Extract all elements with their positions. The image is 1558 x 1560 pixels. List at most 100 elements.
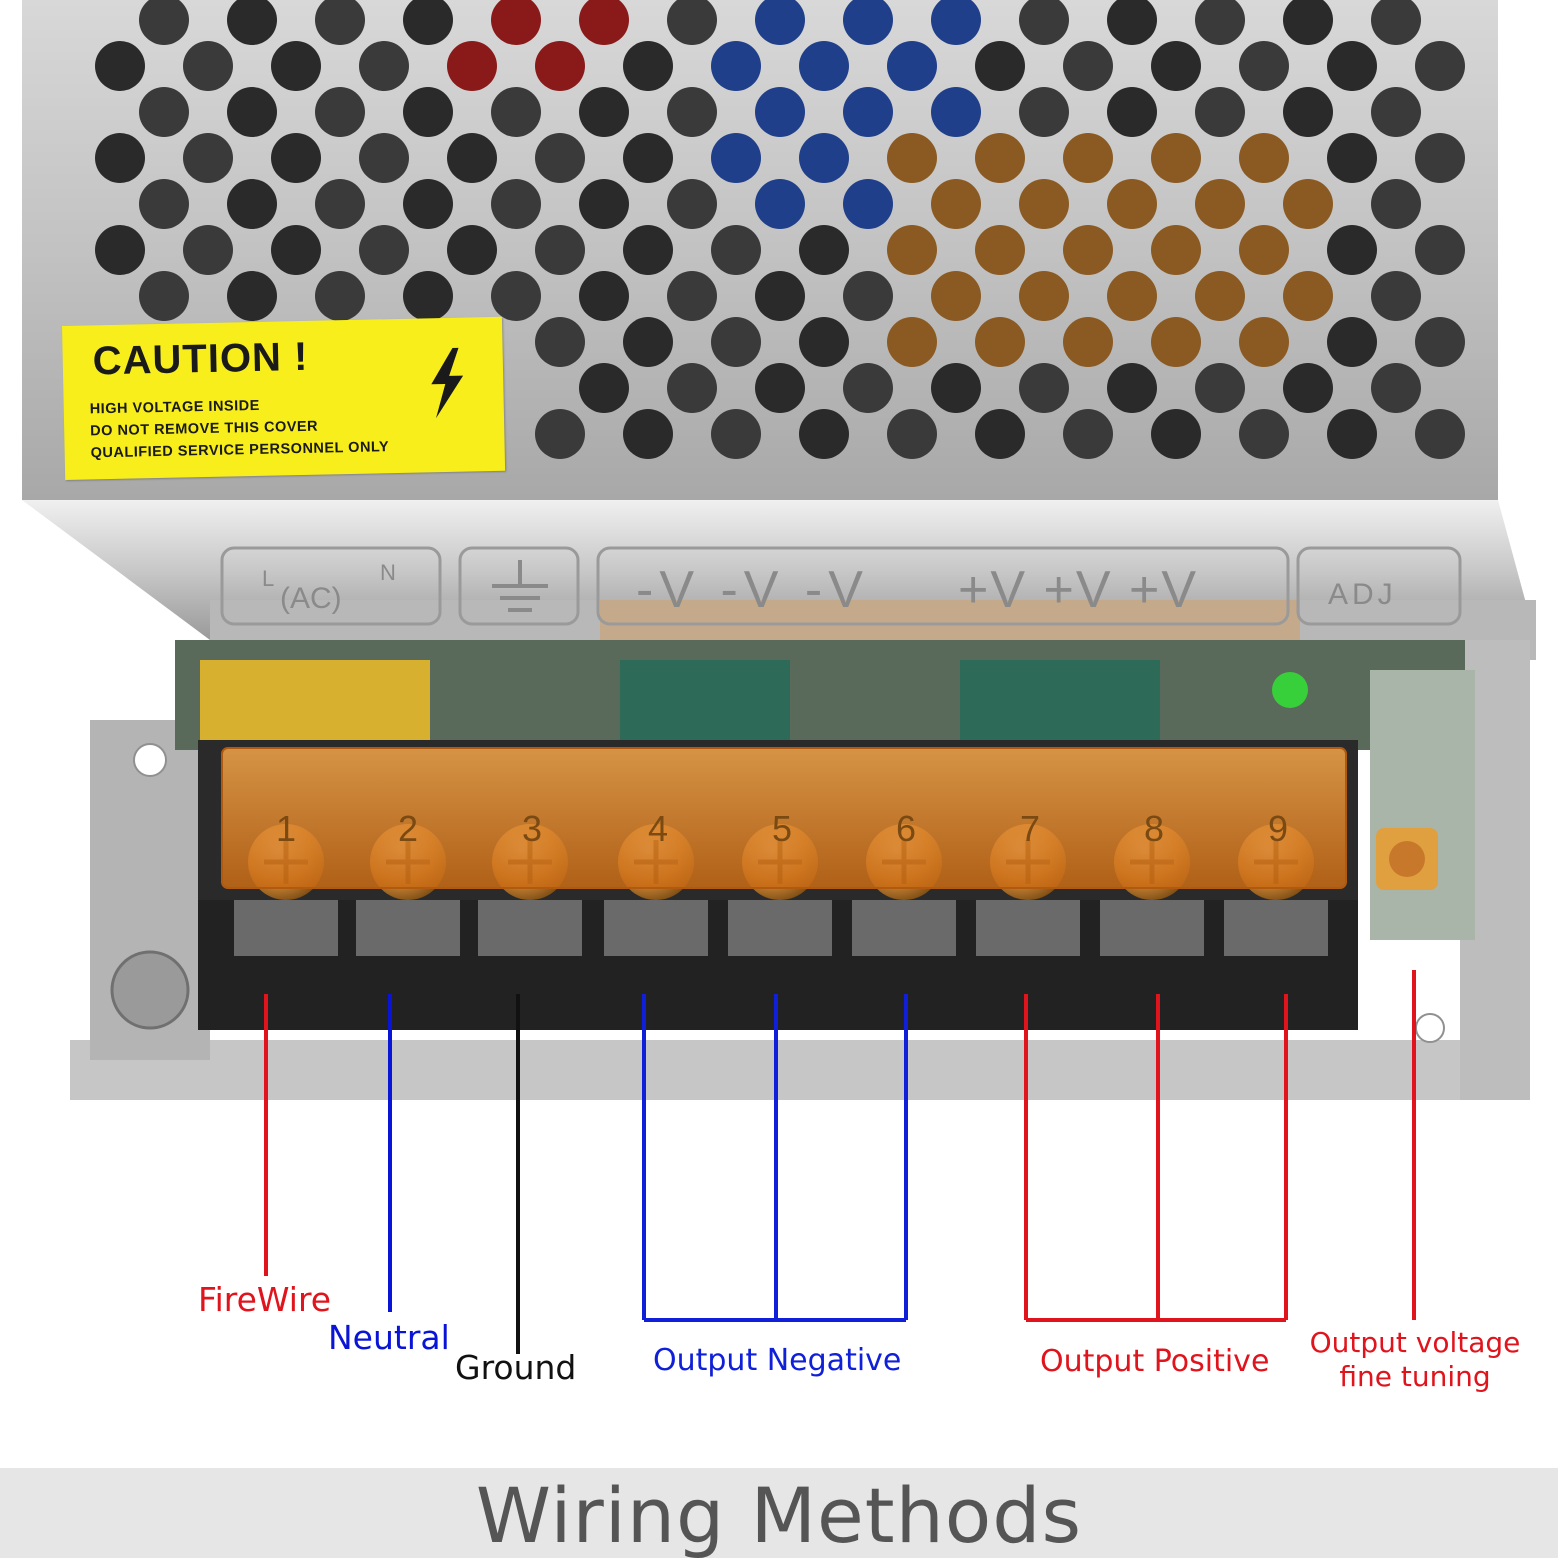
vent-hole <box>227 87 277 137</box>
vent-hole <box>1019 271 1069 321</box>
vent-hole <box>227 0 277 45</box>
embossed-pos: +V +V +V <box>958 561 1199 619</box>
terminal-clamp <box>728 900 832 956</box>
vent-hole <box>1195 0 1245 45</box>
vent-hole <box>491 0 541 45</box>
terminal-number-8: 8 <box>1143 808 1165 849</box>
vent-hole <box>887 41 937 91</box>
embossed-adj: ADJ <box>1328 578 1397 611</box>
vent-hole <box>1107 0 1157 45</box>
vent-hole <box>359 225 409 275</box>
embossed-adj-box <box>1296 546 1462 626</box>
footer-bar <box>0 1468 1558 1558</box>
potentiometer-knob <box>1389 841 1425 877</box>
wiring-lines <box>264 970 1416 1354</box>
vent-hole <box>579 271 629 321</box>
terminal-clamp <box>1100 900 1204 956</box>
vent-hole <box>1107 87 1157 137</box>
vent-hole <box>1327 133 1377 183</box>
terminal-clamp <box>852 900 956 956</box>
caution-line-1: HIGH VOLTAGE INSIDE <box>89 397 260 418</box>
ventilation-holes <box>95 0 1465 459</box>
vent-hole <box>1371 87 1421 137</box>
vent-hole <box>755 363 805 413</box>
vent-hole <box>183 133 233 183</box>
terminal-cover <box>221 747 1347 889</box>
vent-hole <box>447 225 497 275</box>
embossed-ac: (AC) <box>280 582 342 615</box>
vent-hole <box>667 179 717 229</box>
vent-hole <box>931 87 981 137</box>
vent-hole <box>799 41 849 91</box>
label-output-positive: Output Positive <box>1040 1344 1270 1379</box>
vent-hole <box>1019 0 1069 45</box>
vent-hole <box>95 41 145 91</box>
vent-hole <box>579 0 629 45</box>
embossed-neg: -V -V -V <box>636 561 869 619</box>
label-fine-tuning: Output voltage fine tuning <box>1309 1326 1521 1393</box>
vent-hole <box>1239 409 1289 459</box>
embossed-v-box <box>596 546 1290 626</box>
vent-hole <box>1063 225 1113 275</box>
vent-hole <box>799 409 849 459</box>
terminal-number-7: 7 <box>1019 808 1041 849</box>
vent-hole <box>1107 179 1157 229</box>
vent-hole <box>887 133 937 183</box>
vent-hole <box>315 0 365 45</box>
vent-hole <box>139 271 189 321</box>
terminal-clamp <box>478 900 582 956</box>
vent-hole <box>1283 0 1333 45</box>
vent-hole <box>315 271 365 321</box>
terminal-number-3: 3 <box>521 808 543 849</box>
electrolytic-capacitor-2 <box>960 660 1160 750</box>
vent-hole <box>1063 133 1113 183</box>
caution-line-3: QUALIFIED SERVICE PERSONNEL ONLY <box>90 439 390 462</box>
vent-hole <box>623 133 673 183</box>
vent-hole <box>271 41 321 91</box>
electrolytic-capacitor <box>620 660 790 750</box>
terminal-number-4: 4 <box>647 808 669 849</box>
vent-hole <box>579 363 629 413</box>
vent-hole <box>403 271 453 321</box>
mount-hole-top <box>133 743 167 777</box>
terminal-clamp <box>1224 900 1328 956</box>
vent-hole <box>403 87 453 137</box>
label-output-negative: Output Negative <box>653 1343 902 1378</box>
vent-hole <box>931 179 981 229</box>
vent-hole <box>887 317 937 367</box>
terminal-number-9: 9 <box>1267 808 1289 849</box>
vent-hole <box>1415 317 1465 367</box>
label-ground: Ground <box>455 1348 577 1387</box>
terminal-clamp <box>976 900 1080 956</box>
vent-hole <box>535 409 585 459</box>
vent-hole <box>1239 133 1289 183</box>
vent-hole <box>183 41 233 91</box>
vent-hole <box>1415 41 1465 91</box>
vent-hole <box>755 271 805 321</box>
vent-hole <box>1283 87 1333 137</box>
vent-hole <box>1019 363 1069 413</box>
vent-hole <box>1371 363 1421 413</box>
vent-hole <box>1415 133 1465 183</box>
vent-hole <box>1195 87 1245 137</box>
label-firewire: FireWire <box>198 1280 332 1319</box>
vent-hole <box>711 225 761 275</box>
vent-hole <box>1151 317 1201 367</box>
vent-hole <box>1151 133 1201 183</box>
vent-hole <box>623 409 673 459</box>
vent-hole <box>975 317 1025 367</box>
vent-hole <box>799 225 849 275</box>
vent-hole <box>447 133 497 183</box>
vent-hole <box>535 317 585 367</box>
vent-hole <box>1327 225 1377 275</box>
vent-hole <box>1151 41 1201 91</box>
vent-hole <box>271 133 321 183</box>
vent-hole <box>711 409 761 459</box>
vent-hole <box>623 225 673 275</box>
vent-hole <box>535 133 585 183</box>
vent-hole <box>843 179 893 229</box>
led-indicator <box>1272 672 1308 708</box>
chassis-base <box>70 1040 1500 1100</box>
vent-hole <box>975 41 1025 91</box>
